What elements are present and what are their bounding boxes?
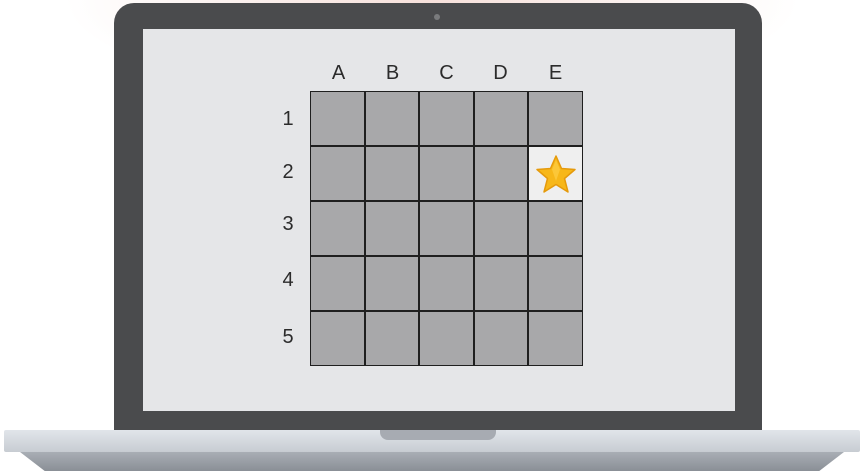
column-label-b: B [365,62,420,85]
grid-cell-a2[interactable] [311,147,364,200]
laptop-notch [380,430,496,440]
grid-cell-d5[interactable] [475,312,528,365]
grid-cell-b2[interactable] [366,147,419,200]
grid-cell-c2[interactable] [420,147,473,200]
row-label-1: 1 [273,108,303,131]
grid-cell-c1[interactable] [420,92,473,145]
grid-cell-c3[interactable] [420,202,473,255]
column-label-e: E [528,62,583,85]
row-label-4: 4 [273,269,303,292]
grid-cell-c5[interactable] [420,312,473,365]
row-label-2: 2 [273,161,303,184]
grid-cell-a3[interactable] [311,202,364,255]
grid-cell-e3[interactable] [529,202,582,255]
grid-cell-b5[interactable] [366,312,419,365]
row-label-5: 5 [273,326,303,349]
grid-cell-d3[interactable] [475,202,528,255]
grid-cell-e2[interactable] [529,147,582,200]
grid-cell-b1[interactable] [366,92,419,145]
star-icon [535,154,577,194]
grid-cell-c4[interactable] [420,257,473,310]
column-label-a: A [311,62,366,85]
column-label-c: C [419,62,474,85]
grid-cell-b3[interactable] [366,202,419,255]
grid-cell-d1[interactable] [475,92,528,145]
grid-board [310,91,583,366]
column-label-d: D [473,62,528,85]
laptop-base-bottom [20,452,844,471]
grid-cell-e5[interactable] [529,312,582,365]
grid-cell-d2[interactable] [475,147,528,200]
row-label-3: 3 [273,213,303,236]
grid-cell-e4[interactable] [529,257,582,310]
grid-cell-a5[interactable] [311,312,364,365]
grid-cell-b4[interactable] [366,257,419,310]
camera-icon [434,14,440,20]
grid-cell-d4[interactable] [475,257,528,310]
grid-cell-e1[interactable] [529,92,582,145]
grid-cell-a4[interactable] [311,257,364,310]
grid-cell-a1[interactable] [311,92,364,145]
